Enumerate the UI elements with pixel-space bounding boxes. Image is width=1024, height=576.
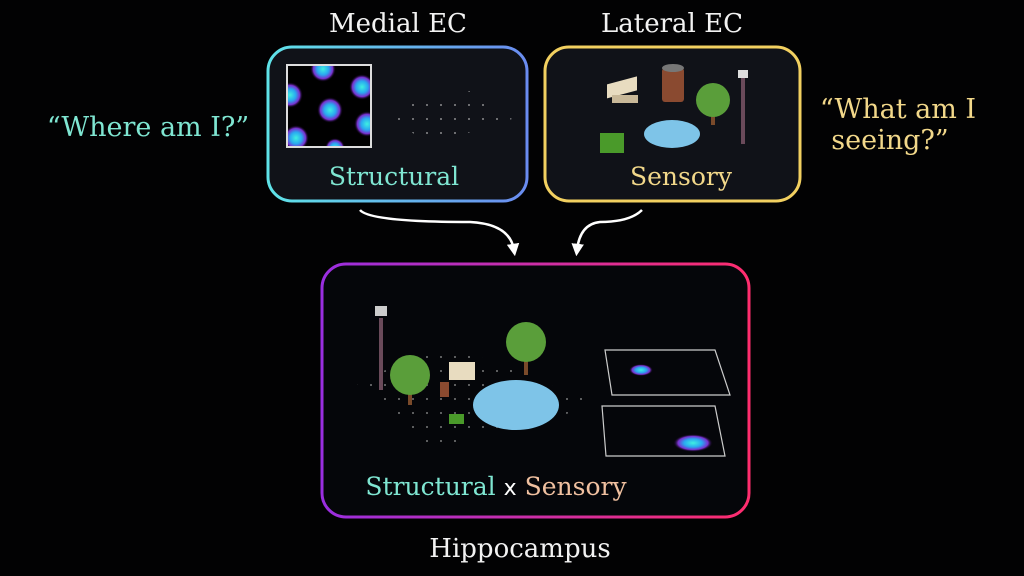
hippocampus-box: Structural x Sensory bbox=[320, 262, 751, 519]
dot-grid bbox=[381, 91, 512, 145]
trash-can-icon bbox=[440, 382, 449, 397]
lateral-ec-box: Sensory bbox=[543, 45, 802, 203]
hedge-icon bbox=[449, 414, 464, 424]
medial-ec-title: Medial EC bbox=[329, 9, 467, 39]
lateral-ec-title: Lateral EC bbox=[601, 9, 743, 39]
lamp-post-icon bbox=[738, 70, 748, 144]
sensory-label: Sensory bbox=[630, 162, 733, 191]
hippocampus-title: Hippocampus bbox=[429, 534, 610, 564]
bench-icon bbox=[449, 362, 475, 380]
times-symbol: x bbox=[504, 476, 517, 501]
sensory-term: Sensory bbox=[525, 472, 628, 501]
grid-cell-map bbox=[286, 64, 372, 148]
where-am-i-quote: “Where am I?” bbox=[47, 112, 249, 143]
pond-icon bbox=[473, 380, 559, 430]
place-cell-map-2 bbox=[601, 405, 726, 457]
structural-label: Structural bbox=[329, 162, 459, 191]
lamp-post-icon bbox=[375, 306, 387, 390]
what-am-i-quote-line1: “What am I bbox=[820, 94, 976, 125]
bench-icon bbox=[607, 76, 638, 103]
tree-icon bbox=[390, 355, 430, 405]
what-am-i-quote-line2: seeing?” bbox=[831, 125, 948, 156]
place-cell-map-1 bbox=[604, 349, 731, 396]
pond-icon bbox=[644, 120, 700, 148]
arrow-lateral-to-hippocampus bbox=[571, 209, 643, 257]
trash-can-icon bbox=[662, 64, 684, 102]
tree-icon bbox=[506, 322, 546, 375]
conjunction-label: Structural x Sensory bbox=[365, 472, 627, 501]
arrow-medial-to-hippocampus bbox=[359, 209, 520, 257]
tree-icon bbox=[696, 83, 730, 125]
structural-term: Structural bbox=[365, 472, 495, 501]
medial-ec-box: Structural bbox=[266, 45, 529, 203]
hedge-icon bbox=[600, 133, 624, 153]
